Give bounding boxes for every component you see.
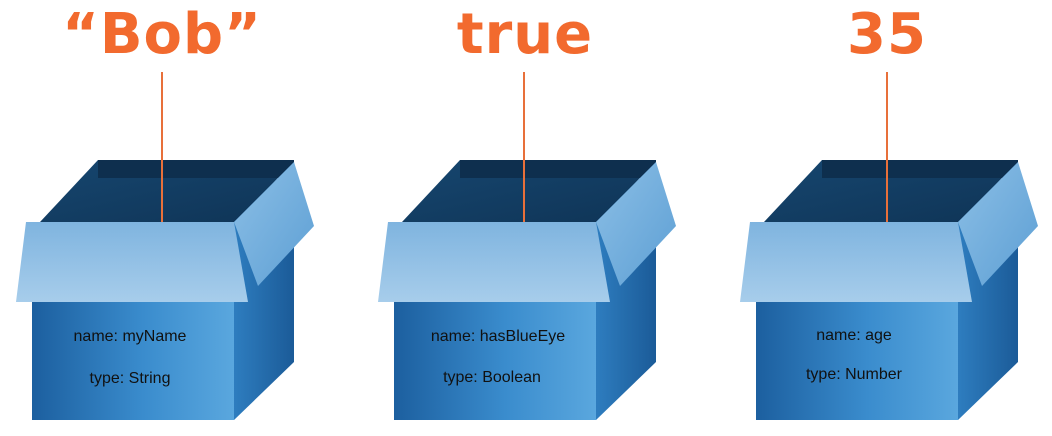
value-label: true — [456, 2, 594, 67]
open-box-icon — [740, 160, 1038, 420]
open-box-icon — [16, 160, 314, 420]
variable-name: name: age — [816, 327, 892, 344]
value-label: 35 — [847, 2, 927, 67]
box-metadata: type: Boolean — [392, 369, 592, 387]
value-connector-line — [523, 72, 525, 222]
value-connector-line — [886, 72, 888, 222]
open-box-icon — [378, 160, 676, 420]
variable-type: type: Boolean — [443, 369, 541, 386]
box-metadata: name: myName — [30, 328, 230, 346]
variable-name: name: hasBlueEye — [430, 328, 566, 345]
variable-box-1: “Bob” name: myName type: String — [8, 0, 348, 436]
value-label: “Bob” — [62, 2, 262, 67]
box-metadata: name: age — [754, 327, 954, 345]
box-metadata: name: hasBlueEye — [398, 328, 598, 346]
value-connector-line — [161, 72, 163, 222]
variable-type: type: Number — [805, 366, 903, 383]
variable-box-2: true name: hasBlueEye type: Boolean — [370, 0, 710, 436]
variable-name: name: myName — [73, 328, 187, 345]
variable-type: type: String — [89, 370, 171, 387]
box-metadata: type: Number — [754, 366, 954, 384]
box-metadata: type: String — [30, 370, 230, 388]
variable-box-3: 35 name: age type: Number — [732, 0, 1052, 436]
